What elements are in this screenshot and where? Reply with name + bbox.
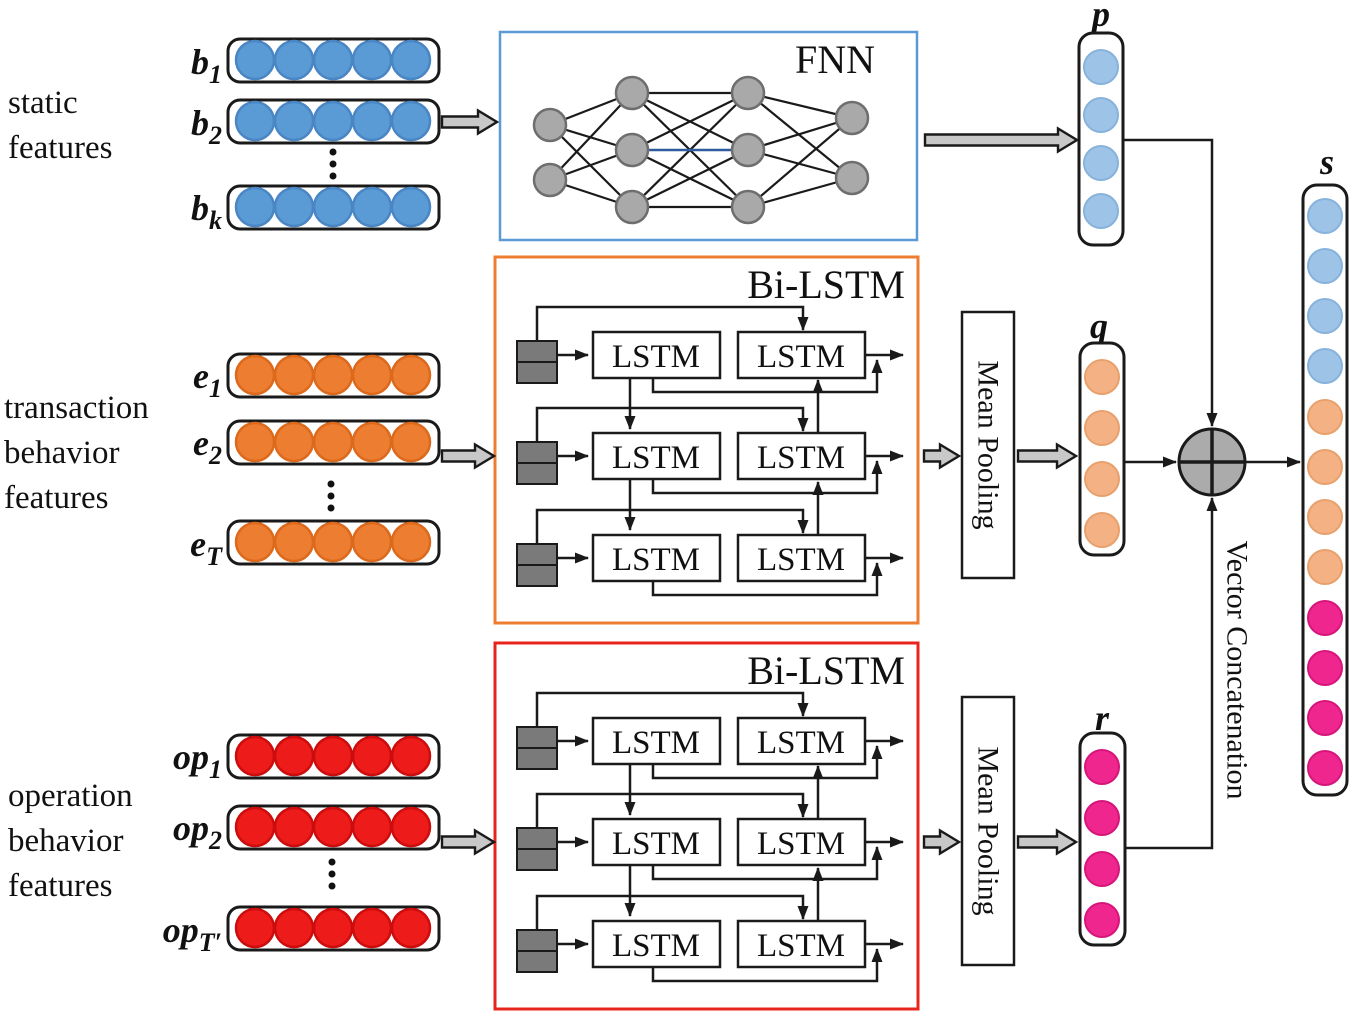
lstm-cell <box>591 817 722 867</box>
lstm-cell-label: LSTM <box>612 440 700 476</box>
output-vector-p: p <box>1077 0 1125 247</box>
bilstm-transaction-wires <box>535 305 904 597</box>
label-eT: eT <box>190 524 223 571</box>
ellipsis-static <box>329 148 337 180</box>
block-arrows <box>440 108 1080 856</box>
mean-pooling-transaction: Mean Pooling <box>960 310 1016 580</box>
concat-connectors <box>1123 138 1301 850</box>
label-opT: opT′ <box>163 910 222 957</box>
operation-label-line3: features <box>8 868 112 904</box>
label-e1: e1 <box>193 356 222 403</box>
lstm-cell <box>736 330 867 380</box>
arrow-fnn-to-p <box>923 126 1080 154</box>
bilstm-transaction-cells: LSTM LSTM LSTM LSTM LSTM LSTM <box>591 330 867 583</box>
static-feature-vectors <box>226 37 441 231</box>
vector-concatenation-label: Vector Concatenation <box>1221 540 1254 799</box>
lstm-cell <box>736 716 867 766</box>
label-op1: op1 <box>173 737 222 784</box>
arrow-pooling-to-q <box>1016 442 1079 470</box>
transaction-label-line3: features <box>4 480 108 516</box>
static-features-label: static features <box>8 85 112 166</box>
arrow-e-to-bilstm <box>440 442 497 470</box>
lstm-cell-label: LSTM <box>757 542 845 578</box>
q-vector-box <box>1078 341 1126 557</box>
lstm-cell <box>591 716 722 766</box>
transaction-feature-vectors <box>226 352 441 566</box>
lstm-cell-label: LSTM <box>612 928 700 964</box>
s-vector-box <box>1301 183 1349 797</box>
mean-pooling-box <box>960 695 1016 967</box>
label-op2: op2 <box>173 808 222 855</box>
arrow-b-to-fnn <box>440 108 500 136</box>
lstm-cell-label: LSTM <box>757 928 845 964</box>
p-vector-box <box>1077 31 1125 247</box>
bilstm-operation-wires <box>535 691 904 983</box>
lstm-cell <box>736 431 867 481</box>
transaction-label-line1: transaction <box>4 390 149 426</box>
lstm-cell-label: LSTM <box>757 725 845 761</box>
transaction-features-label: transaction behavior features <box>4 390 149 516</box>
ellipsis-operation <box>328 858 336 890</box>
mean-pooling-label: Mean Pooling <box>972 360 1005 529</box>
lstm-cell-label: LSTM <box>757 440 845 476</box>
fnn-edges <box>549 91 853 209</box>
operation-label-line1: operation <box>8 778 133 814</box>
mean-pooling-label: Mean Pooling <box>972 746 1005 915</box>
output-vector-r: r <box>1078 698 1127 947</box>
fnn-label: FNN <box>795 37 875 82</box>
lstm-cell-label: LSTM <box>612 725 700 761</box>
r-vector-box <box>1078 731 1127 947</box>
operation-label-line2: behavior <box>8 823 123 859</box>
ellipsis-transaction <box>327 480 335 512</box>
bilstm-operation-input-squares <box>516 726 558 973</box>
label-b1: b1 <box>191 42 222 89</box>
label-q: q <box>1090 306 1108 346</box>
label-b2: b2 <box>191 103 222 150</box>
transaction-label-line2: behavior <box>4 435 119 471</box>
lstm-cell-label: LSTM <box>612 826 700 862</box>
bilstm-operation-cells: LSTM LSTM LSTM LSTM LSTM LSTM <box>591 716 867 969</box>
bilstm-transaction-label: Bi-LSTM <box>747 262 905 307</box>
label-r: r <box>1095 698 1110 738</box>
lstm-cell <box>591 330 722 380</box>
fnn-nodes <box>532 75 870 225</box>
lstm-cell-label: LSTM <box>757 339 845 375</box>
lstm-cell <box>591 431 722 481</box>
lstm-cell <box>736 817 867 867</box>
arrow-bilstm-to-pooling-transaction <box>922 442 962 470</box>
static-label-line1: static <box>8 85 78 121</box>
lstm-cell-label: LSTM <box>757 826 845 862</box>
lstm-cell <box>736 919 867 969</box>
arrow-pooling-to-r <box>1016 828 1079 856</box>
label-bk: bk <box>191 188 222 235</box>
bilstm-operation-block: Bi-LSTM <box>493 641 920 1011</box>
lstm-cell <box>591 919 722 969</box>
lstm-cell <box>736 533 867 583</box>
output-vector-q: q <box>1078 306 1126 557</box>
bilstm-transaction-block: Bi-LSTM <box>493 255 920 625</box>
lstm-cell-label: LSTM <box>612 339 700 375</box>
label-e2: e2 <box>193 423 222 470</box>
vector-concatenation: Vector Concatenation <box>1177 427 1254 800</box>
mean-pooling-box <box>960 310 1016 580</box>
bilstm-operation-label: Bi-LSTM <box>747 648 905 693</box>
label-s: s <box>1319 142 1334 182</box>
bilstm-transaction-input-squares <box>516 340 558 587</box>
arrow-op-to-bilstm <box>440 828 497 856</box>
lstm-cell <box>591 533 722 583</box>
arrow-bilstm-to-pooling-operation <box>922 828 962 856</box>
lstm-cell-label: LSTM <box>612 542 700 578</box>
operation-feature-vectors <box>226 733 441 952</box>
label-p: p <box>1089 0 1110 34</box>
fnn-block: FNN <box>498 30 919 242</box>
static-label-line2: features <box>8 130 112 166</box>
operation-features-label: operation behavior features <box>8 778 133 904</box>
mean-pooling-operation: Mean Pooling <box>960 695 1016 967</box>
output-vector-s: s <box>1301 142 1349 797</box>
fnn-box <box>498 30 919 242</box>
